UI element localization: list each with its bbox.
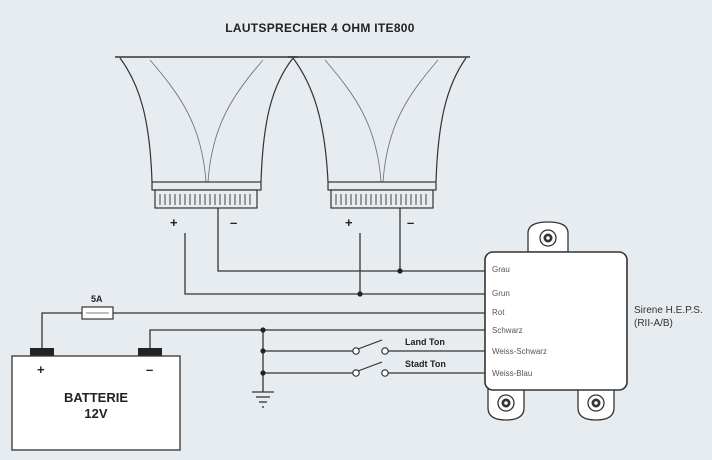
switch-land-ton — [352, 339, 389, 355]
siren-unit — [484, 221, 628, 421]
fuse-rating: 5A — [91, 294, 103, 304]
switch-stadt-ton — [352, 361, 389, 377]
speaker-1 — [115, 56, 298, 209]
wire-label-grau: Grau — [492, 265, 510, 274]
siren-model: (RII-A/B) — [634, 318, 673, 329]
wire-label-schwarz: Schwarz — [492, 326, 523, 335]
wire-label-grun: Grun — [492, 289, 510, 298]
ground-icon — [252, 391, 274, 408]
wire-label-rot: Rot — [492, 308, 505, 317]
switch-stadt-ton-label: Stadt Ton — [405, 359, 446, 369]
speaker-1-minus-label: – — [230, 215, 237, 230]
speaker-2 — [288, 56, 470, 209]
siren-name: Sirene H.E.P.S. — [634, 305, 703, 316]
wire-label-weiss-schwarz: Weiss-Schwarz — [492, 347, 547, 356]
switch-land-ton-label: Land Ton — [405, 337, 445, 347]
fuse — [81, 306, 114, 320]
battery-voltage: 12V — [84, 406, 107, 421]
wire-label-weiss-blau: Weiss-Blau — [492, 369, 532, 378]
speaker-2-plus-label: + — [345, 215, 353, 230]
diagram-title: LAUTSPRECHER 4 OHM ITE800 — [225, 21, 415, 35]
wires — [41, 208, 485, 392]
battery-minus-label: – — [146, 362, 153, 377]
battery — [11, 348, 181, 451]
junction-dots — [260, 268, 403, 376]
speaker-2-minus-label: – — [407, 215, 414, 230]
battery-plus-label: + — [37, 362, 45, 377]
battery-name: BATTERIE — [64, 390, 128, 405]
speaker-1-plus-label: + — [170, 215, 178, 230]
